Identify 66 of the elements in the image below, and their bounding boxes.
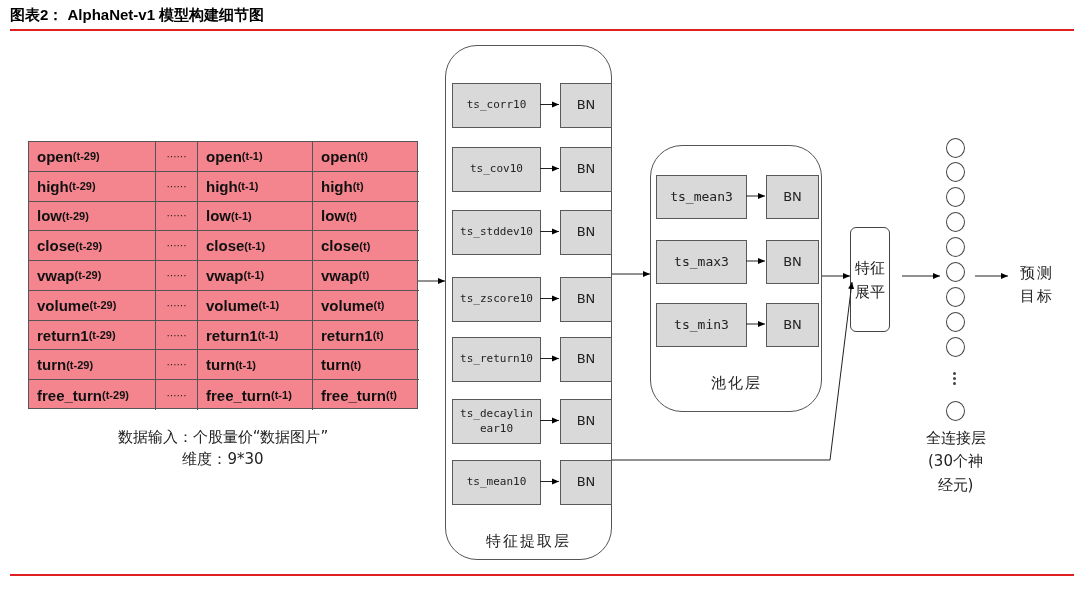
table-cell: ······: [156, 201, 198, 232]
neuron-circle: [946, 237, 965, 257]
arrow: [611, 271, 651, 277]
arrow: [539, 417, 560, 424]
bn-box: BN: [560, 460, 612, 505]
table-cell: ······: [156, 380, 198, 410]
title-text: 图表2： AlphaNet-v1 模型构建细节图: [10, 6, 265, 25]
neuron-circle: [946, 312, 965, 332]
arrow: [821, 273, 851, 279]
function-box: ts_zscore10: [452, 277, 541, 322]
table-cell: ······: [156, 231, 198, 262]
neuron-circle: [946, 187, 965, 207]
arrow: [745, 193, 766, 199]
table-cell: ······: [156, 171, 198, 202]
data-table: [28, 141, 418, 409]
layer-panel: [650, 145, 822, 412]
bn-box: BN: [560, 147, 612, 192]
arrow: [974, 273, 1009, 279]
bn-box: BN: [560, 210, 612, 255]
function-box: ts_decaylinear10: [452, 399, 541, 444]
table-cell: ······: [156, 290, 198, 321]
function-box: ts_return10: [452, 337, 541, 382]
caption-text: 全连接层(30个神经元): [924, 428, 987, 496]
function-box: ts_cov10: [452, 147, 541, 192]
table-cell: ······: [156, 261, 198, 291]
neuron-circle: [946, 212, 965, 232]
arrow: [417, 278, 446, 284]
arrow: [539, 355, 560, 362]
flatten-box: 特征展平: [850, 227, 890, 332]
bn-box: BN: [766, 175, 819, 219]
function-box: ts_stddev10: [452, 210, 541, 255]
arrow: [745, 258, 766, 264]
function-box: ts_mean3: [656, 175, 747, 219]
bn-box: BN: [560, 337, 612, 382]
neuron-circle: [946, 262, 965, 282]
arrow: [539, 165, 560, 172]
caption-text: 数据输入：个股量价“数据图片”: [116, 428, 330, 447]
neuron-circle: [946, 162, 965, 182]
function-box: ts_min3: [656, 303, 747, 347]
neuron-circle: [946, 287, 965, 307]
function-box: ts_max3: [656, 240, 747, 284]
arrow: [539, 101, 560, 108]
panel-label: 池化层: [709, 374, 763, 393]
neuron-circle: [946, 401, 965, 421]
arrow: [539, 295, 560, 302]
neuron-circle: [946, 337, 965, 357]
arrow: [539, 478, 560, 485]
function-box: ts_mean10: [452, 460, 541, 505]
output-label: 预测目标: [1012, 262, 1062, 306]
arrow: [745, 321, 766, 327]
caption-text: 维度：9*30: [181, 450, 265, 469]
table-cell: ······: [156, 320, 198, 351]
neuron-circle: [946, 138, 965, 158]
layer-panel: [445, 45, 612, 560]
arrow: [539, 228, 560, 235]
table-cell: ······: [156, 142, 198, 172]
bn-box: BN: [766, 303, 819, 347]
bn-box: BN: [560, 277, 612, 322]
table-cell: ······: [156, 350, 198, 381]
bn-box: BN: [560, 83, 612, 128]
arrow: [901, 273, 941, 279]
function-box: ts_corr10: [452, 83, 541, 128]
panel-label: 特征提取层: [485, 532, 572, 551]
bn-box: BN: [766, 240, 819, 284]
arrow: [611, 281, 855, 461]
bn-box: BN: [560, 399, 612, 444]
